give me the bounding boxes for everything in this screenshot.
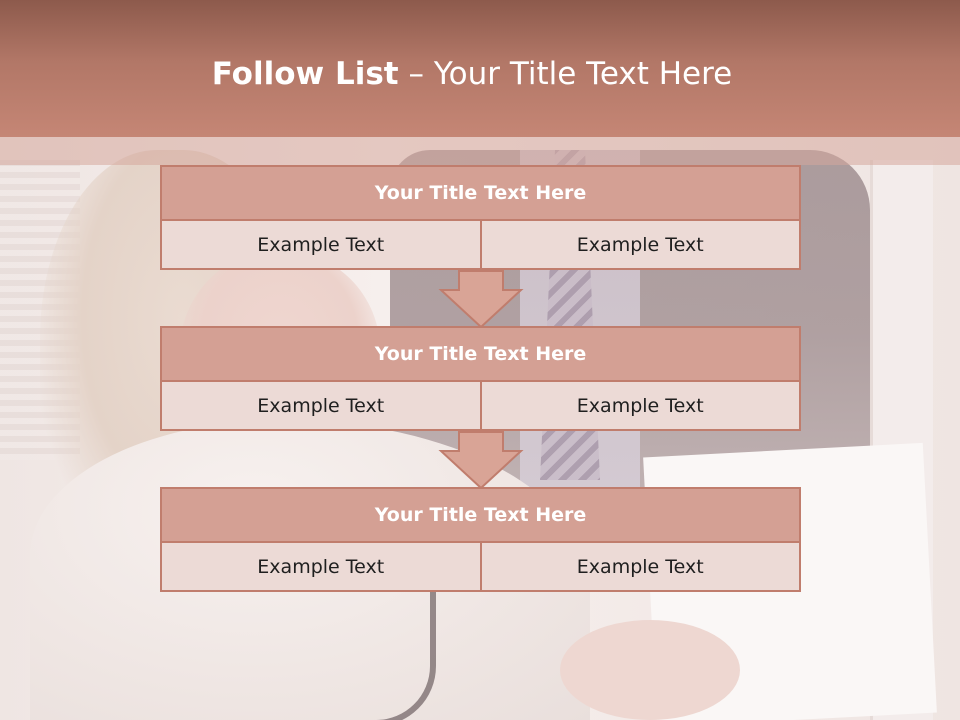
slide-title-rest: – Your Title Text Here [398, 56, 733, 92]
list-block-1: Your Title Text Here Example Text Exampl… [160, 165, 801, 270]
block-cell-right: Example Text [481, 543, 801, 592]
down-arrow-icon [438, 431, 524, 489]
block-cell-left: Example Text [160, 543, 482, 592]
block-title: Your Title Text Here [160, 165, 801, 221]
list-block-3: Your Title Text Here Example Text Exampl… [160, 487, 801, 592]
list-block-2: Your Title Text Here Example Text Exampl… [160, 326, 801, 431]
block-cell-left: Example Text [160, 221, 482, 270]
header-band [0, 0, 960, 137]
block-row: Example Text Example Text [160, 382, 801, 431]
block-title: Your Title Text Here [160, 326, 801, 382]
block-row: Example Text Example Text [160, 221, 801, 270]
header-strip [0, 137, 960, 165]
block-cell-left: Example Text [160, 382, 482, 431]
down-arrow-icon [438, 270, 524, 328]
block-row: Example Text Example Text [160, 543, 801, 592]
block-cell-right: Example Text [481, 221, 801, 270]
slide-title-bold: Follow List [211, 56, 399, 92]
block-cell-right: Example Text [481, 382, 801, 431]
slide-title: Follow List – Your Title Text Here [0, 54, 944, 94]
block-title: Your Title Text Here [160, 487, 801, 543]
